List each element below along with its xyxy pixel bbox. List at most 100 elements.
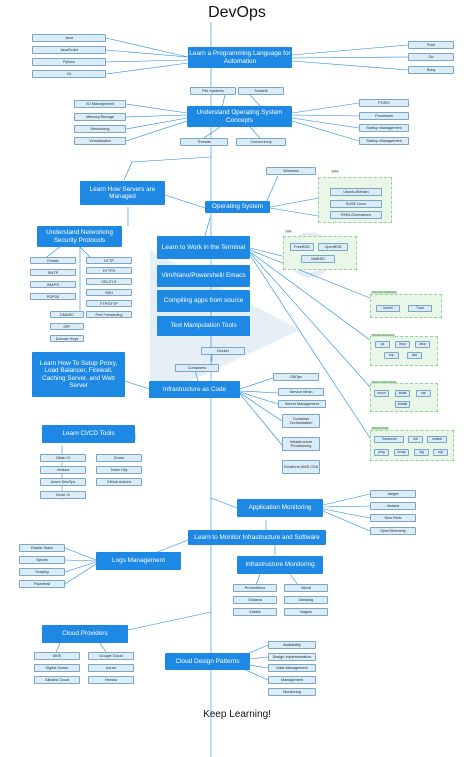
net-right-5[interactable]: Port Forwarding — [86, 311, 132, 318]
os-right-1[interactable]: Processes — [359, 112, 409, 120]
net-right-4[interactable]: FTP/SFTP — [86, 300, 132, 307]
linux-0[interactable]: Ubuntu/Debian — [330, 188, 382, 196]
os-right-0[interactable]: POSIX — [359, 99, 409, 107]
os-right-2[interactable]: Startup Management — [359, 124, 409, 132]
containers-node[interactable]: Containers — [175, 364, 219, 372]
terminal-mult-0[interactable]: screen — [376, 305, 400, 312]
cicd-1[interactable]: Drone — [96, 454, 142, 462]
infra-mon-4[interactable]: Zabbix — [233, 608, 277, 616]
node-monitor-infra[interactable]: Learn to Monitor Infrastructure and Soft… — [188, 530, 326, 545]
process-4[interactable]: lsof — [407, 352, 422, 359]
net-left-1[interactable]: SMTP — [30, 269, 76, 276]
pattern-2[interactable]: Data Management — [268, 664, 316, 672]
node-compiling[interactable]: Compiling apps from source — [157, 290, 250, 312]
cloud-4[interactable]: Alibaba Cloud — [34, 676, 80, 684]
node-networking[interactable]: Understand Networking Security Protocols — [37, 226, 122, 247]
os-windows[interactable]: Windows — [266, 167, 316, 175]
node-app-monitoring[interactable]: Application Monitoring — [237, 499, 323, 517]
os-left-1[interactable]: Memory/Storage — [74, 113, 126, 121]
infra-mon-0[interactable]: Prometheus — [233, 584, 277, 592]
unix-2[interactable]: NetBSD — [301, 255, 335, 263]
lang-right-2[interactable]: Ruby — [408, 66, 454, 74]
iac-item-1[interactable]: Service Mesh — [278, 388, 324, 396]
net-left-3[interactable]: POP3S — [30, 293, 76, 300]
process-2[interactable]: atop — [415, 341, 430, 348]
node-cicd[interactable]: Learn CI/CD Tools — [42, 425, 135, 443]
os-top-0[interactable]: File Systems — [190, 87, 236, 95]
lang-left-0[interactable]: Java — [32, 34, 106, 42]
lang-left-3[interactable]: C# — [32, 70, 106, 78]
cicd-0[interactable]: Gitlab CI — [40, 454, 86, 462]
logs-0[interactable]: Elastic Stack — [19, 544, 65, 552]
os-left-2[interactable]: Networking — [74, 125, 126, 133]
os-bottom-1[interactable]: Concurrency — [236, 138, 286, 146]
process-0[interactable]: ps — [375, 341, 390, 348]
os-left-3[interactable]: Virtualization — [74, 137, 126, 145]
os-bottom-0[interactable]: Threads — [180, 138, 228, 146]
net-left-0[interactable]: Emails — [30, 257, 76, 264]
cloud-1[interactable]: Google Cloud — [88, 652, 134, 660]
app-mon-1[interactable]: Instana — [370, 502, 416, 510]
cicd-4[interactable]: Azure DevOps — [40, 478, 86, 486]
infra-mon-2[interactable]: Grafana — [233, 596, 277, 604]
app-mon-0[interactable]: Jaeger — [370, 490, 416, 498]
net-right-0[interactable]: HTTP — [86, 257, 132, 264]
node-servers[interactable]: Learn How Servers are Managed — [80, 181, 165, 205]
lang-right-0[interactable]: Rust — [408, 41, 454, 49]
perf-1[interactable]: iostat — [395, 390, 410, 397]
linux-2[interactable]: RHEL/Derivatives — [330, 211, 382, 219]
pattern-4-visible[interactable]: Monitoring — [268, 688, 316, 696]
node-os-concepts[interactable]: Understand Operating System Concepts — [187, 106, 292, 127]
net-right-2[interactable]: SSL/TLS — [86, 278, 132, 285]
cicd-2[interactable]: Jenkins — [40, 466, 86, 474]
os-top-1[interactable]: Sockets — [238, 87, 284, 95]
iac-item-5[interactable]: Terraform AWS CDK — [282, 460, 320, 474]
unix-0[interactable]: FreeBSD — [290, 243, 314, 251]
process-1[interactable]: htop — [395, 341, 410, 348]
pattern-1[interactable]: Design Implementation — [268, 653, 316, 661]
node-logs[interactable]: Logs Management — [96, 552, 181, 570]
pattern-3[interactable]: Management — [268, 676, 316, 684]
pattern-0[interactable]: Availability — [268, 641, 316, 649]
perf-0[interactable]: nmon — [374, 390, 389, 397]
iac-item-0[interactable]: GitOps — [273, 373, 319, 381]
app-mon-3[interactable]: OpenTelemetry — [370, 527, 416, 535]
lang-left-1[interactable]: JavaScript — [32, 46, 106, 54]
os-left-0[interactable]: I/O Management — [74, 100, 126, 108]
network-tool-0[interactable]: Traceroute — [374, 436, 404, 443]
cloud-3[interactable]: Azure — [88, 664, 134, 672]
cicd-6[interactable]: Circle CI — [40, 491, 86, 499]
cloud-0[interactable]: AWS — [34, 652, 80, 660]
lang-left-2[interactable]: Python — [32, 58, 106, 66]
node-iac[interactable]: Infrastructure as Code — [149, 381, 240, 398]
net-bottom-2[interactable]: Domain Keys — [50, 335, 84, 342]
cloud-2[interactable]: Digital Ocean — [34, 664, 80, 672]
node-programming[interactable]: Learn a Programming Language for Automat… — [188, 47, 292, 68]
logs-3[interactable]: Papertrail — [19, 580, 65, 588]
app-mon-2[interactable]: New Relic — [370, 514, 416, 522]
net-left-2[interactable]: IMAPS — [30, 281, 76, 288]
cicd-3[interactable]: Team City — [96, 466, 142, 474]
net-right-1[interactable]: HTTPS — [86, 267, 132, 274]
perf-3[interactable]: vmstat — [395, 401, 410, 408]
net-bottom-1[interactable]: SPF — [50, 323, 84, 330]
iac-item-3[interactable]: Container Orchestration — [282, 414, 320, 428]
node-infra-monitoring[interactable]: Infrastructure Monitoring — [237, 556, 323, 574]
network-tool-6[interactable]: scp — [433, 449, 448, 456]
docker-node[interactable]: Docker — [201, 347, 245, 355]
infra-mon-1[interactable]: Monit — [284, 584, 328, 592]
infra-mon-3[interactable]: Datadog — [284, 596, 328, 604]
network-tool-1[interactable]: mtr — [408, 436, 423, 443]
net-bottom-0[interactable]: DMARC — [50, 311, 84, 318]
iac-item-2[interactable]: Secret Management — [278, 400, 326, 408]
network-tool-5[interactable]: dig — [414, 449, 429, 456]
process-3[interactable]: top — [384, 352, 399, 359]
terminal-mult-1[interactable]: Tmux — [408, 305, 432, 312]
lang-right-1[interactable]: Go — [408, 53, 454, 61]
network-tool-3[interactable]: ping — [374, 449, 389, 456]
iac-item-4[interactable]: Infrastructure Provisioning — [282, 437, 320, 451]
node-proxy[interactable]: Learn How To Setup Proxy, Load Balancer,… — [32, 352, 125, 397]
infra-mon-5[interactable]: Nagios — [284, 608, 328, 616]
node-design-patterns[interactable]: Cloud Design Patterns — [165, 653, 250, 670]
node-operating-system[interactable]: Operating System — [205, 201, 270, 213]
